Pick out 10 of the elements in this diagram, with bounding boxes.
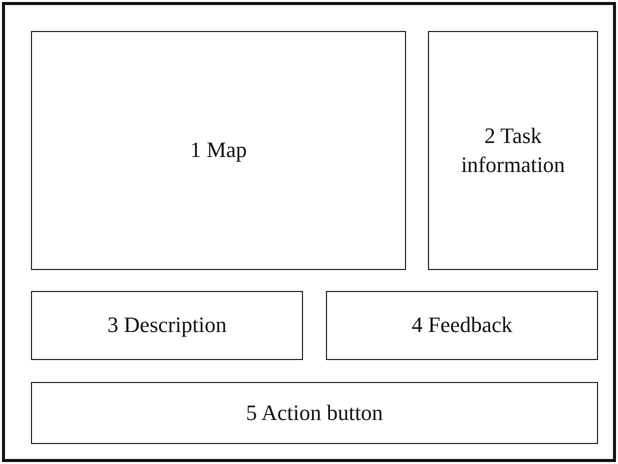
region-label: 1 Map (190, 136, 247, 164)
layout-region (428, 31, 598, 270)
layout-region (326, 291, 598, 360)
layout-region (31, 382, 598, 444)
region-label: 5 Action button (246, 398, 383, 427)
region-label: 4 Feedback (412, 311, 512, 340)
region-label: 3 Description (107, 311, 227, 340)
region-label: 2 Task information (460, 122, 566, 178)
layout-region (31, 291, 303, 360)
layout-region (31, 31, 406, 270)
